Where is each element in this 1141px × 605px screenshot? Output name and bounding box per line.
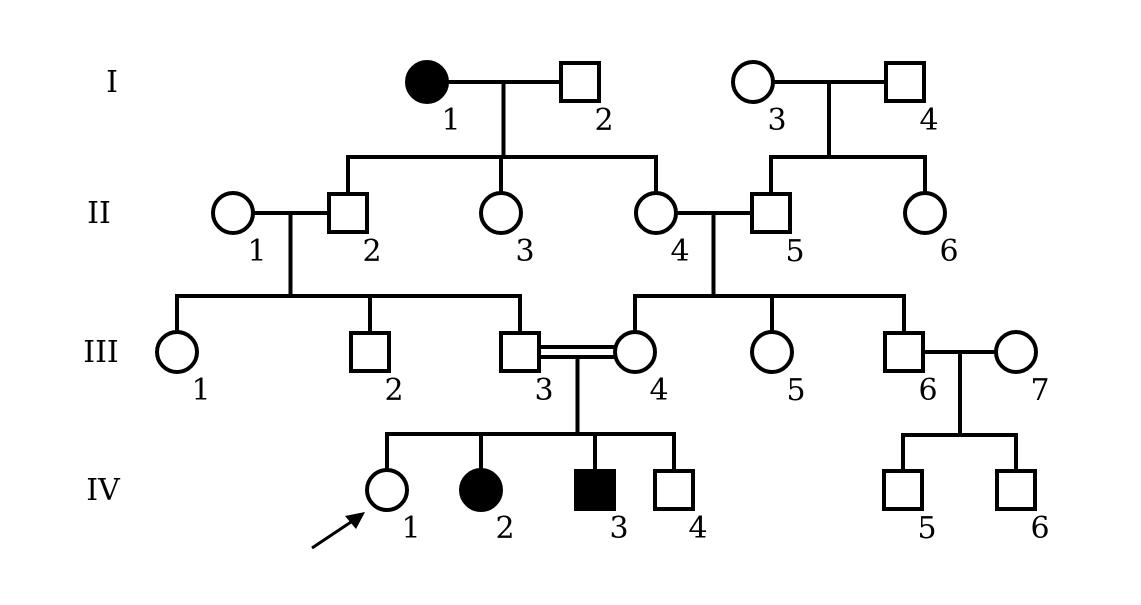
individual-number-iv-2: 2 (495, 511, 514, 546)
unaffected-female-circle-iv-1 (365, 468, 409, 512)
unaffected-male-square-ii-5 (750, 192, 792, 234)
individual-number-ii-4: 4 (670, 234, 689, 269)
relationship-lines (175, 80, 1018, 473)
unaffected-female-circle-ii-3 (479, 191, 523, 235)
proband-arrow-shaft (311, 516, 358, 550)
individual-number-iv-6: 6 (1030, 511, 1049, 546)
unaffected-female-circle-ii-4 (634, 191, 678, 235)
affected-male-square-iv-3 (574, 469, 616, 511)
individual-number-i-1: 1 (441, 103, 460, 138)
individual-number-iii-2: 2 (384, 373, 403, 408)
proband-arrow (311, 512, 365, 550)
affected-female-circle-i-1 (405, 60, 449, 104)
unaffected-female-circle-ii-6 (903, 191, 947, 235)
individual-number-i-3: 3 (767, 103, 786, 138)
unaffected-male-square-iv-5 (882, 469, 924, 511)
affected-female-circle-iv-2 (459, 468, 503, 512)
generation-label-i: I (106, 65, 118, 100)
proband-arrow-head (345, 512, 365, 529)
individual-number-iv-3: 3 (609, 511, 628, 546)
individual-number-ii-5: 5 (785, 234, 804, 269)
individual-symbols (155, 60, 1038, 512)
individual-number-ii-3: 3 (515, 234, 534, 269)
individual-number-iii-7: 7 (1030, 373, 1049, 408)
unaffected-male-square-iv-6 (995, 469, 1037, 511)
unaffected-female-circle-ii-1 (211, 191, 255, 235)
generation-label-iv: IV (86, 473, 121, 508)
individual-number-iii-4: 4 (649, 373, 668, 408)
unaffected-male-square-iii-3 (499, 331, 541, 373)
individual-number-i-2: 2 (594, 103, 613, 138)
unaffected-female-circle-iii-5 (750, 330, 794, 374)
unaffected-female-circle-iii-4 (613, 330, 657, 374)
unaffected-female-circle-iii-7 (994, 330, 1038, 374)
unaffected-male-square-i-4 (884, 61, 926, 103)
individual-number-i-4: 4 (919, 103, 938, 138)
unaffected-male-square-ii-2 (327, 192, 369, 234)
individual-number-ii-2: 2 (362, 234, 381, 269)
individual-number-iii-1: 1 (191, 373, 210, 408)
individual-number-iv-4: 4 (688, 511, 707, 546)
unaffected-female-circle-iii-1 (155, 330, 199, 374)
individual-number-iii-6: 6 (918, 373, 937, 408)
unaffected-male-square-i-2 (559, 61, 601, 103)
individual-number-iv-1: 1 (401, 511, 420, 546)
unaffected-male-square-iii-6 (883, 331, 925, 373)
generation-label-iii: III (83, 335, 119, 370)
unaffected-female-circle-i-3 (731, 60, 775, 104)
generation-label-ii: II (87, 196, 111, 231)
individual-labels: 1 2 3 4 1 2 3 4 5 6 1 2 3 4 5 6 7 1 2 3 4 5 6 (191, 103, 1049, 546)
individual-number-iii-3: 3 (534, 373, 553, 408)
individual-number-ii-1: 1 (247, 234, 266, 269)
individual-number-iii-5: 5 (786, 373, 805, 408)
unaffected-male-square-iii-2 (349, 331, 391, 373)
unaffected-male-square-iv-4 (653, 469, 695, 511)
individual-number-ii-6: 6 (939, 234, 958, 269)
individual-number-iv-5: 5 (917, 511, 936, 546)
